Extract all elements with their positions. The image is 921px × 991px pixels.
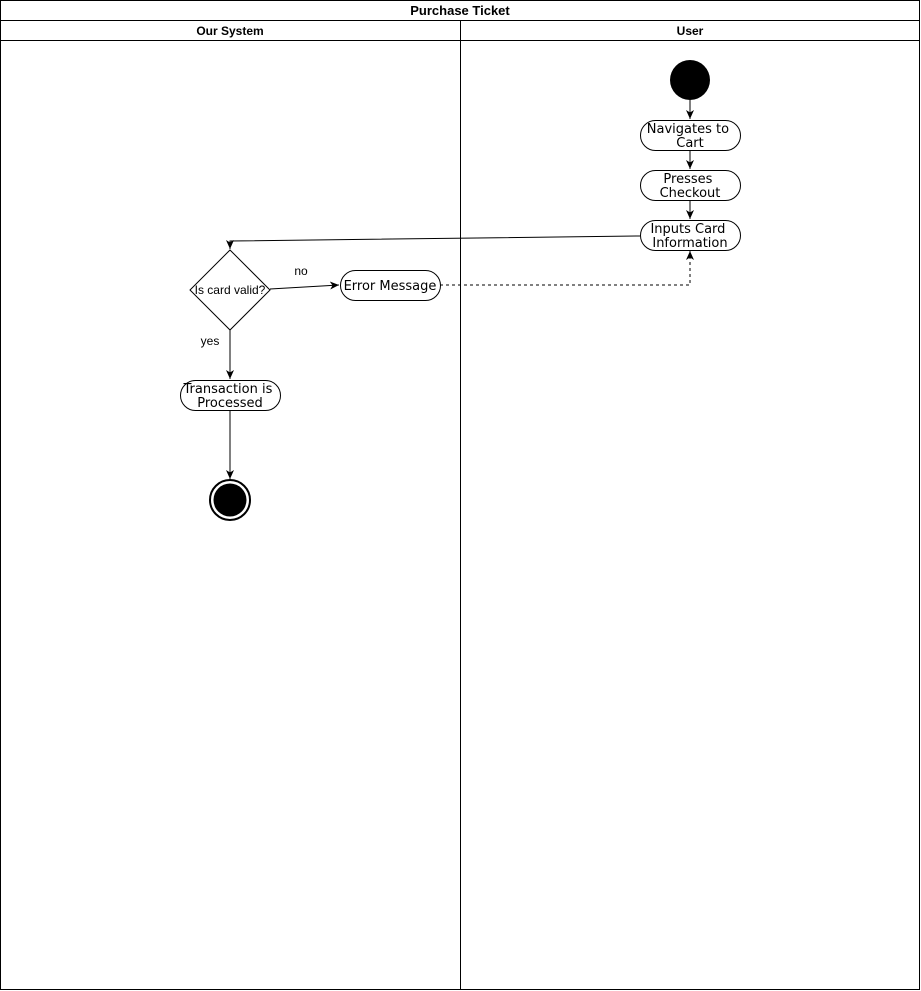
svg-text:Inputs Card Information: Inputs Card Information bbox=[650, 222, 729, 251]
activity-transaction-line-2: Processed bbox=[197, 396, 263, 411]
activity-transaction-line-1: Transaction is bbox=[182, 382, 272, 397]
edge-label-no: no bbox=[294, 264, 308, 278]
activity-presses-line-2: Checkout bbox=[660, 186, 721, 201]
activity-inputs-card-information: Inputs Card Information bbox=[640, 220, 741, 251]
edge-inputs-to-decision bbox=[226, 235, 641, 249]
activity-navigates-to-cart: Navigates to Cart bbox=[640, 120, 741, 151]
activity-presses-checkout: Presses Checkout bbox=[640, 170, 741, 201]
edge-error-to-inputs bbox=[440, 251, 694, 286]
lane-our-system-label: Our System bbox=[196, 24, 263, 38]
activity-error-label: Error Message bbox=[344, 279, 437, 294]
svg-text:Presses Checkout: Presses Checkout bbox=[660, 172, 721, 201]
diagram-title: Purchase Ticket bbox=[410, 3, 510, 18]
activity-navigates-line-2: Cart bbox=[676, 136, 704, 151]
decision-card-valid: Is card valid? bbox=[189, 249, 271, 331]
activity-transaction-processed: Transaction is Processed bbox=[180, 380, 281, 411]
end-node bbox=[209, 479, 251, 521]
decision-label: Is card valid? bbox=[195, 283, 266, 297]
activity-error-message: Error Message bbox=[340, 270, 441, 301]
edge-label-yes: yes bbox=[201, 334, 220, 348]
activity-presses-line-1: Presses bbox=[663, 172, 712, 187]
activity-inputs-line-2: Information bbox=[652, 236, 727, 251]
edges bbox=[226, 100, 694, 479]
svg-text:Transaction is Processed: Transaction is Processed bbox=[182, 382, 276, 411]
start-node bbox=[670, 60, 710, 100]
activity-navigates-line-1: Navigates to bbox=[647, 122, 729, 137]
activity-inputs-line-1: Inputs Card bbox=[650, 222, 725, 237]
edge-decision-to-error bbox=[269, 281, 340, 290]
lane-user-label: User bbox=[677, 24, 704, 38]
svg-text:Navigates to Cart: Navigates to Cart bbox=[647, 122, 733, 151]
